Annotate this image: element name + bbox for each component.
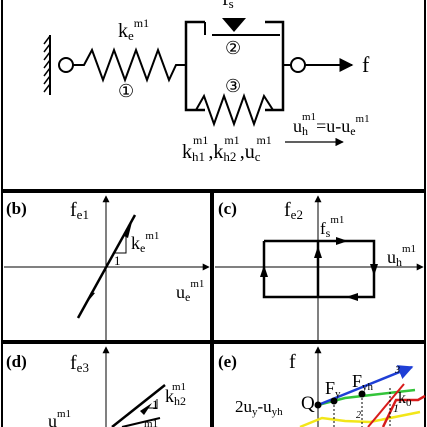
panel-e-point-fy [330, 397, 338, 405]
panel-d-partial-left: um1 [48, 408, 71, 427]
panel-e-red-diag [367, 383, 405, 427]
panel-b-slope-num: 1 [114, 253, 121, 268]
panel-e-frame [212, 342, 426, 427]
panel-e-fy-label: Fy [325, 378, 341, 400]
panel-a: kem1 ① fs ② ③ f uhm1=u-uem1 kh1m1,kh2m1,… [1, 0, 426, 191]
panel-e-k0-label: k0 [398, 390, 412, 409]
hysteretic-number: ③ [225, 76, 241, 96]
panel-d-arrow [140, 403, 152, 415]
panel-d-y-label: fe3 [70, 352, 89, 375]
panel-c-x-label: uhm1 [387, 243, 416, 269]
panel-b-slope-triangle [115, 234, 127, 254]
panel-c-tag: (c) [218, 199, 237, 218]
wall-hatching [43, 35, 51, 93]
panel-e-num-1: 1 [393, 401, 399, 415]
wall-hinge [58, 57, 74, 73]
panel-c-arrow-center [314, 246, 322, 258]
hysteretic-params: kh1m1,kh2m1,ucm1 [182, 133, 272, 164]
panel-c-frame [212, 191, 426, 342]
slider-number: ② [225, 38, 241, 58]
panel-c-arrow-right [370, 264, 378, 276]
slider-label: fs [222, 0, 234, 11]
panel-b-y-label: fe1 [70, 199, 89, 222]
disp-equation: uhm1=u-uem1 [293, 111, 370, 138]
panel-b-slope-label: kem1 [131, 230, 159, 255]
panel-b-tag: (b) [6, 199, 27, 218]
panel-c-arrow-left [260, 265, 268, 277]
force-label: f [362, 52, 370, 77]
force-hinge [290, 57, 306, 73]
panel-d-partial-mid: m1 [144, 418, 158, 427]
hysteretic-spring [186, 93, 283, 127]
panel-d-slope-triangle [148, 399, 158, 409]
panel-b: (b) fe1 1 kem1 uem1 [1, 191, 212, 342]
left-bracket [184, 20, 205, 112]
spring-label: kem1 [118, 16, 149, 43]
panel-e-point-q [314, 401, 322, 409]
panel-c-arrow-bottom [346, 293, 358, 301]
panel-b-frame [1, 191, 212, 342]
panel-c: (c) fe2 fsm1 uhm1 [212, 191, 426, 342]
panel-b-down-arrow [85, 292, 95, 305]
elastic-spring [73, 47, 186, 83]
panel-e-left-label: 2uy-uyh [235, 397, 283, 418]
panel-e: (e) f 2uy-uyh Q Fy Fyh k0 1 2 3 [212, 342, 426, 427]
panel-d-frame [1, 342, 212, 427]
panel-c-arrow-top [336, 237, 348, 245]
panel-d-slope-num: 1 [152, 397, 159, 412]
panel-d: (d) fe3 1 kh2m1 um1 m1 [1, 342, 212, 427]
panel-e-num-3: 3 [394, 365, 400, 376]
panel-e-q-label: Q [301, 393, 315, 414]
slider-triangle [222, 18, 246, 32]
panel-e-point-fyh [358, 390, 366, 398]
panel-d-lower-branch [121, 417, 161, 427]
panel-e-guide-lines [333, 388, 391, 427]
panel-d-tag: (d) [6, 352, 27, 371]
panel-e-y-label: f [289, 351, 296, 373]
panel-e-num-2: 2 [356, 410, 361, 421]
panel-b-x-label: uem1 [176, 278, 204, 304]
panel-d-upper-branch [111, 384, 166, 427]
panel-c-level-label: fsm1 [320, 214, 344, 240]
panel-d-slope-label: kh2m1 [165, 381, 186, 408]
spring-number: ① [118, 81, 134, 101]
panel-e-fyh-label: Fyh [352, 371, 374, 393]
panel-c-y-label: fe2 [284, 199, 303, 222]
panel-e-tag: (e) [218, 352, 237, 371]
panel-a-frame [1, 0, 426, 191]
